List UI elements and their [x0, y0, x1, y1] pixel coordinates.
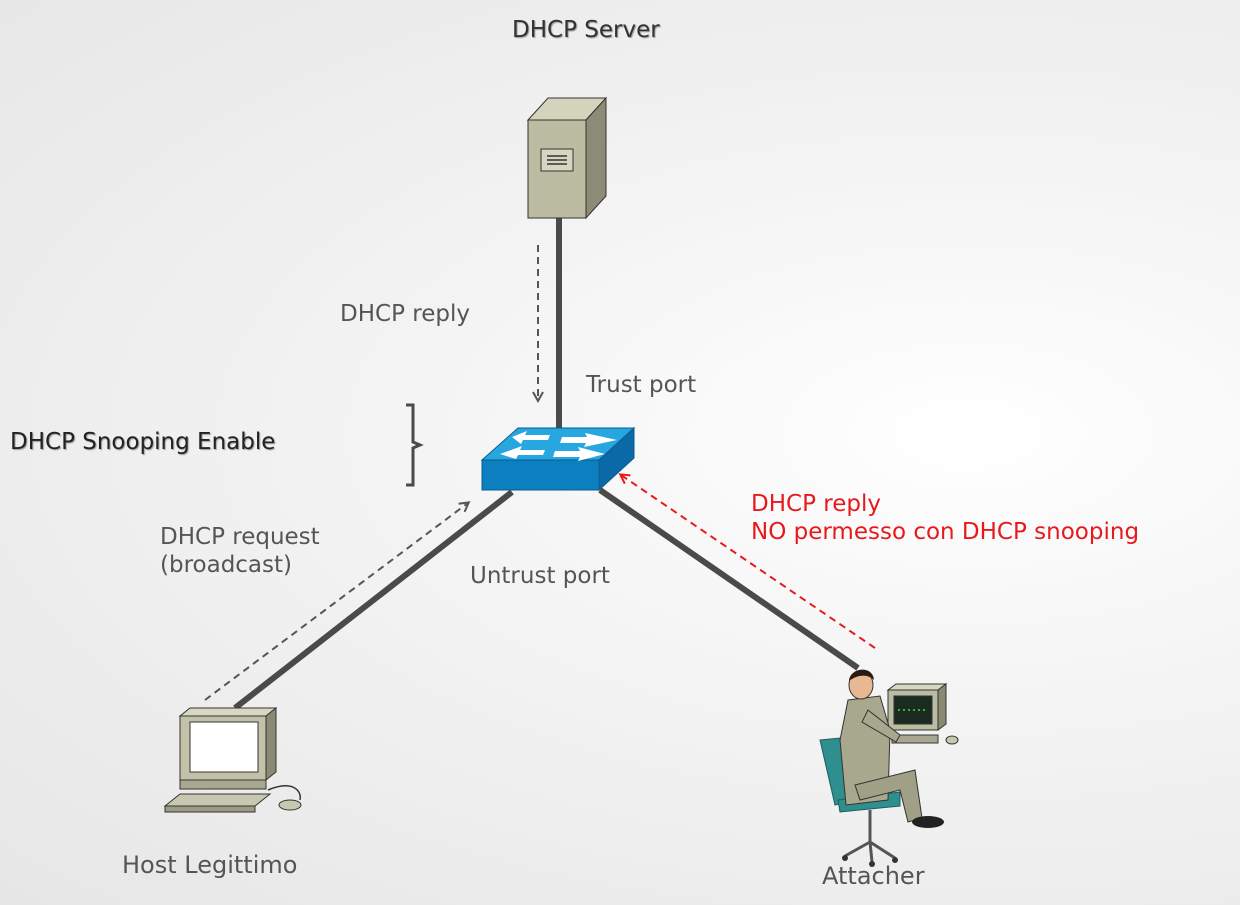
label-rogue-dhcp-reply: DHCP reply NO permesso con DHCP snooping: [751, 491, 1140, 546]
link-host-switch: [233, 489, 514, 711]
label-dhcp-snooping-enable: DHCP Snooping Enable: [10, 429, 276, 455]
label-untrust-port: Untrust port: [470, 563, 610, 589]
flow-rogue-reply: [621, 475, 876, 649]
label-attacher: Attacher: [822, 862, 925, 890]
link-attacker-switch: [598, 487, 860, 671]
flow-dhcp-request: [204, 503, 468, 701]
label-trust-port: Trust port: [586, 372, 697, 398]
label-dhcp-server: DHCP Server: [512, 17, 660, 43]
label-dhcp-reply: DHCP reply: [340, 301, 470, 327]
desktop-computer-icon: [163, 706, 302, 813]
server-tower-icon: [526, 96, 608, 220]
label-host-legittimo: Host Legittimo: [122, 851, 298, 879]
label-dhcp-request: DHCP request (broadcast): [160, 524, 320, 579]
person-at-workstation-icon: [819, 669, 959, 867]
workgroup-switch-icon: [480, 426, 636, 492]
snooping-bracket: [406, 403, 424, 487]
